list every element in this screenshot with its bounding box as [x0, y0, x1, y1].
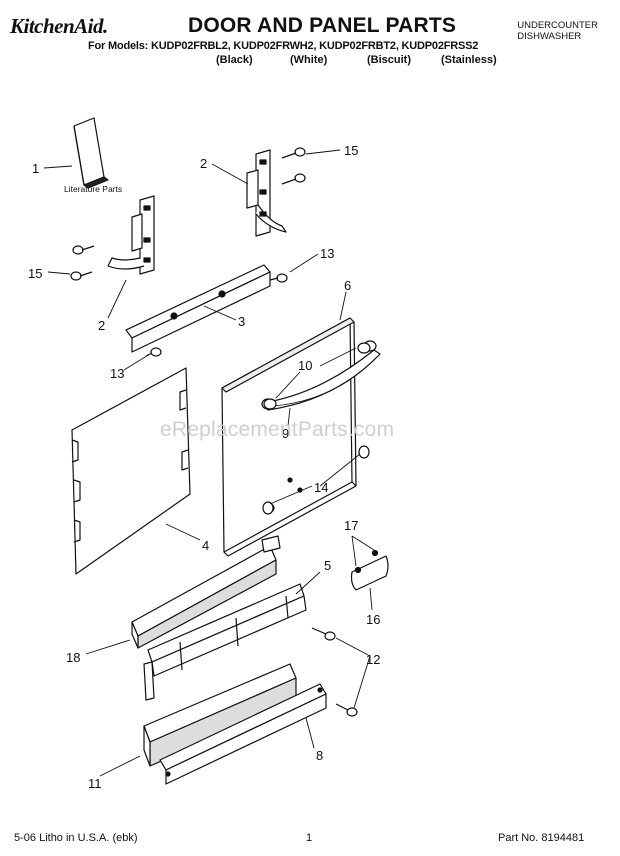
- watermark: eReplacementParts.com: [160, 418, 395, 441]
- fastener-10b: [263, 398, 277, 410]
- callout-1: 1: [32, 161, 39, 176]
- callout-15-upper: 15: [344, 143, 358, 158]
- callout-13-upper: 13: [320, 246, 334, 261]
- panel-bracket: [125, 264, 271, 353]
- screw-13a: [269, 273, 288, 283]
- model-list: For Models: KUDP02FRBL2, KUDP02FRWH2, KU…: [88, 40, 478, 52]
- callout-14: 14: [314, 480, 328, 495]
- callout-6: 6: [344, 278, 351, 293]
- footer-page-number: 1: [306, 832, 313, 844]
- callout-10: 10: [298, 358, 312, 373]
- callout-16: 16: [366, 612, 380, 627]
- literature-parts-label: Literature Parts: [64, 184, 122, 194]
- color-black: (Black): [216, 54, 253, 66]
- color-stainless: (Stainless): [441, 54, 497, 66]
- models-prefix: For Models:: [88, 40, 149, 52]
- kick-plate: [159, 683, 327, 785]
- page-title: DOOR AND PANEL PARTS: [188, 14, 457, 37]
- brand-logo: KitchenAid.: [10, 14, 108, 38]
- callout-8: 8: [316, 748, 323, 763]
- appliance-type: UNDERCOUNTER DISHWASHER: [517, 20, 598, 42]
- callout-4: 4: [202, 538, 209, 553]
- callout-15-lower: 15: [28, 266, 42, 281]
- bottom-bracket: [143, 583, 307, 701]
- screws: [70, 147, 371, 717]
- callout-labels: 1 2 15 15 2 13 3 6 13 10 4 9 14 17 5 18 …: [28, 143, 380, 791]
- screw-12a: [311, 627, 336, 641]
- callout-11: 11: [88, 776, 102, 791]
- screw-15b: [281, 173, 306, 185]
- color-biscuit: (Biscuit): [367, 54, 411, 66]
- color-white: (White): [290, 54, 328, 66]
- callout-18: 18: [66, 650, 80, 665]
- appliance-line-1: UNDERCOUNTER: [517, 20, 598, 31]
- upper-insulation-strip: [131, 535, 281, 649]
- hinge-bracket-lower: [107, 195, 155, 275]
- hinge-bracket-upper: [246, 149, 287, 237]
- screw-15a: [281, 147, 306, 159]
- footer-litho: 5-06 Litho in U.S.A. (ebk): [14, 832, 138, 844]
- callout-3: 3: [238, 314, 245, 329]
- screw-12b: [335, 703, 358, 717]
- callout-5: 5: [324, 558, 331, 573]
- screw-13b: [145, 347, 162, 357]
- screw-15c: [72, 245, 95, 255]
- callout-2-lower: 2: [98, 318, 105, 333]
- footer-part-number: Part No. 8194481: [498, 832, 585, 844]
- screw-15d: [70, 271, 93, 281]
- models-values: KUDP02FRBL2, KUDP02FRWH2, KUDP02FRBT2, K…: [151, 40, 479, 52]
- literature-parts: [73, 117, 109, 189]
- callout-9: 9: [282, 426, 289, 441]
- callout-2-upper: 2: [200, 156, 207, 171]
- door-outer-panel: [221, 317, 357, 557]
- leader-lines: [43, 149, 375, 777]
- callout-13-lower: 13: [110, 366, 124, 381]
- door-panel-insulation: [71, 367, 191, 575]
- fastener-10a: [357, 342, 371, 354]
- callout-12: 12: [366, 652, 380, 667]
- trim-cover: [350, 549, 389, 591]
- panel-fasteners: [262, 445, 370, 515]
- callout-17: 17: [344, 518, 358, 533]
- appliance-line-2: DISHWASHER: [517, 31, 582, 42]
